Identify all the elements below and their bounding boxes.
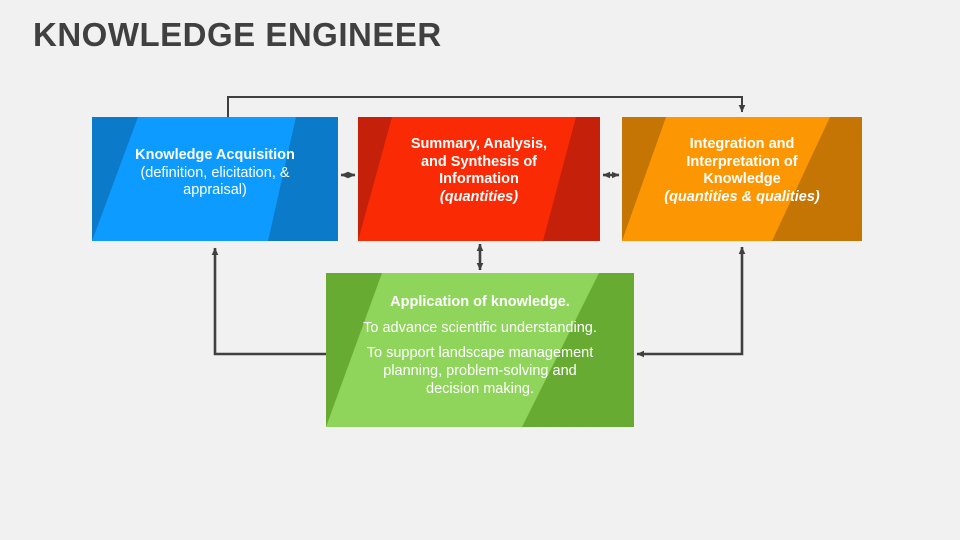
box-body-line-1: To advance scientific understanding.	[363, 319, 597, 336]
box-title-line-3: Information	[439, 171, 519, 188]
box-label: Knowledge Acquisition (definition, elici…	[92, 147, 338, 200]
box-subtitle: (quantities & qualities)	[664, 189, 820, 206]
box-summary-analysis[interactable]: Summary, Analysis, and Synthesis of Info…	[358, 117, 600, 241]
box-knowledge-acquisition[interactable]: Knowledge Acquisition (definition, elici…	[92, 117, 338, 241]
box-label: Integration and Interpretation of Knowle…	[622, 136, 862, 207]
box-subtitle-line-1: (definition, elicitation, &	[140, 164, 290, 181]
spacer	[340, 312, 620, 320]
box-title-line-3: Knowledge	[703, 171, 781, 188]
connector-acquisition-to-integration	[227, 96, 746, 117]
connector-application-to-acquisition	[211, 247, 326, 356]
box-label: Application of knowledge. To advance sci…	[326, 294, 634, 398]
connector-integration-to-application	[636, 246, 746, 358]
box-label: Summary, Analysis, and Synthesis of Info…	[358, 136, 600, 207]
box-integration-interpretation[interactable]: Integration and Interpretation of Knowle…	[622, 117, 862, 241]
box-subtitle-line-2: appraisal)	[183, 182, 247, 199]
box-body-line-2: To support landscape management	[366, 345, 594, 362]
box-title-line-1: Summary, Analysis,	[410, 136, 548, 152]
box-title: Application of knowledge.	[390, 294, 570, 310]
box-body-line-4: decision making.	[426, 380, 534, 397]
box-application-knowledge[interactable]: Application of knowledge. To advance sci…	[326, 273, 634, 427]
spacer	[340, 337, 620, 345]
box-body-line-3: planning, problem-solving and	[383, 363, 577, 380]
box-title: Knowledge Acquisition	[135, 147, 295, 163]
box-subtitle: (quantities)	[439, 189, 519, 206]
box-title-line-2: and Synthesis of	[420, 153, 538, 170]
box-title-line-2: Interpretation of	[686, 153, 798, 170]
box-title-line-1: Integration and	[689, 136, 795, 152]
page-title: KNOWLEDGE ENGINEER	[33, 16, 442, 53]
